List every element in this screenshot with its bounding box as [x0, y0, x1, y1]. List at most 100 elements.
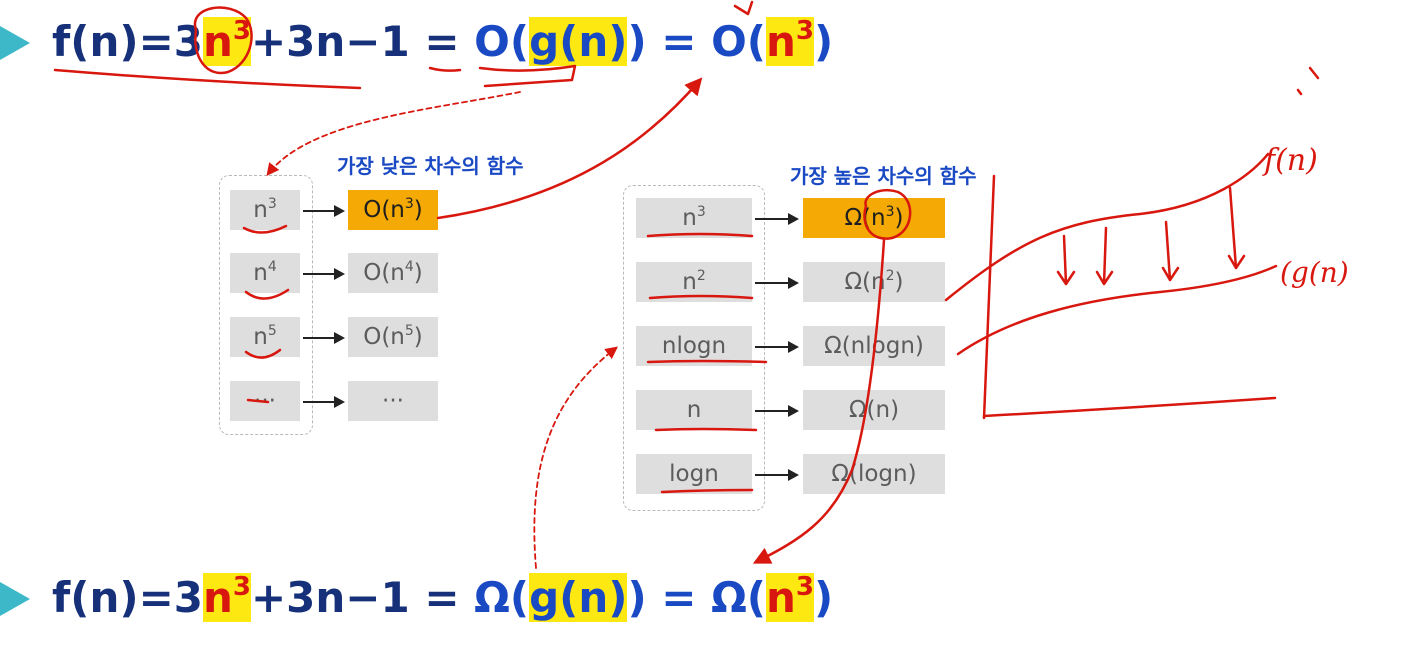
row-exp: 3 — [885, 204, 895, 220]
result-n-cubed: n3 — [766, 17, 814, 66]
big-omega-group-title: 가장 높은 차수의 함수 — [790, 164, 977, 188]
exponent-2: 3 — [795, 16, 814, 46]
var-n-2: n — [766, 573, 796, 622]
equation-expression: f(n)=3n3+3n−1 = O(g(n)) = O(n3) — [52, 12, 833, 72]
row-text: logn — [669, 461, 719, 487]
big-o-right-row-4: ··· — [348, 381, 438, 421]
row-close: ) — [413, 197, 423, 223]
highlighted-n-cubed: n3 — [202, 16, 251, 66]
big-omega-symbol-2: Ω — [711, 573, 747, 622]
var-n: n — [202, 573, 233, 622]
row-text: Ω(n) — [848, 397, 900, 423]
f-n-handwritten-label: f(n) — [1262, 143, 1318, 178]
row-exp: 2 — [696, 268, 706, 284]
big-o-left-row-4: ··· — [230, 381, 300, 421]
result-n-cubed: n3 — [766, 573, 814, 622]
var-n-2: n — [766, 17, 796, 66]
graph-y-axis — [982, 174, 996, 420]
row-text: Ω(n — [844, 269, 886, 295]
big-o-symbol-2: O — [711, 17, 747, 66]
equation-lhs: f(n)=3 — [52, 573, 203, 622]
g-of-n: g(n) — [529, 573, 628, 622]
row-text: O(n — [363, 260, 405, 286]
down-arrow-1 — [1056, 234, 1076, 286]
big-omega-left-row-1: n3 — [636, 198, 752, 238]
paren-open-2: ( — [746, 17, 766, 66]
down-arrow-2 — [1095, 226, 1114, 286]
equation-mid: ) = — [627, 573, 712, 622]
exponent: 3 — [232, 16, 251, 46]
big-omega-right-row-5: Ω(logn) — [803, 454, 945, 494]
row-exp: 5 — [404, 323, 414, 339]
big-omega-left-row-3: nlogn — [636, 326, 752, 366]
row-close: ) — [894, 205, 904, 231]
big-omega-equation: f(n)=3n3+3n−1 = Ω(g(n)) = Ω(n3) — [0, 568, 833, 628]
row-exp: 3 — [404, 196, 414, 212]
row-text: ··· — [254, 388, 276, 414]
big-o-arrow-2 — [303, 268, 345, 280]
big-o-arrow-4 — [303, 396, 345, 408]
stray-mark-1 — [1308, 66, 1320, 80]
highlighted-n-cubed: n3 — [202, 573, 251, 622]
row-exp: 3 — [696, 204, 706, 220]
big-o-left-row-2: n4 — [230, 253, 300, 293]
row-text: ··· — [382, 388, 404, 414]
big-omega-arrow-3 — [755, 341, 799, 353]
bullet-triangle-icon — [0, 582, 30, 616]
paren-open: ( — [509, 573, 530, 622]
equation-rest: +3n−1 = — [250, 17, 475, 66]
g-of-n: g(n) — [529, 17, 628, 66]
big-omega-right-row-3: Ω(nlogn) — [803, 326, 945, 366]
row-text: O(n — [363, 324, 405, 350]
big-o-right-row-2: O(n4) — [348, 253, 438, 293]
row-exp: 4 — [267, 259, 277, 275]
big-o-right-row-1: O(n3) — [348, 190, 438, 230]
big-omega-arrow-1 — [755, 213, 799, 225]
g-n-handwritten-label: (g(n) — [1280, 256, 1349, 289]
row-text: n — [253, 197, 268, 223]
big-o-symbol: O — [474, 17, 510, 66]
exponent-2: 3 — [795, 572, 814, 602]
paren-close: ) — [814, 17, 834, 66]
big-omega-left-row-2: n2 — [636, 262, 752, 302]
paren-close: ) — [814, 573, 834, 622]
big-omega-right-row-1: Ω(n3) — [803, 198, 945, 238]
row-text: n — [253, 324, 268, 350]
paren-open-2: ( — [746, 573, 766, 622]
row-text: n — [686, 397, 702, 423]
row-exp: 3 — [267, 196, 277, 212]
big-omega-right-row-4: Ω(n) — [803, 390, 945, 430]
g-n-curve — [956, 264, 1278, 356]
row-close: ) — [413, 260, 423, 286]
row-exp: 4 — [404, 259, 414, 275]
big-o-right-row-3: O(n5) — [348, 317, 438, 357]
big-omega-arrow-5 — [755, 469, 799, 481]
row-text: O(n — [363, 197, 405, 223]
big-o-function-group — [219, 175, 313, 435]
big-o-group-title: 가장 낮은 차수의 함수 — [337, 154, 524, 178]
down-arrow-3 — [1161, 220, 1180, 282]
row-close: ) — [413, 324, 423, 350]
var-n: n — [202, 17, 233, 66]
equation-mid: ) = — [627, 17, 712, 66]
big-omega-arrow-4 — [755, 405, 799, 417]
bullet-triangle-icon — [0, 26, 30, 60]
big-o-equation: f(n)=3n3+3n−1 = O(g(n)) = O(n3) — [0, 12, 833, 72]
equation-lhs: f(n)=3 — [52, 17, 203, 66]
row-text: n — [253, 260, 268, 286]
row-text: nlogn — [661, 333, 727, 359]
big-o-arrow-1 — [303, 205, 345, 217]
stray-mark-2 — [1296, 88, 1303, 96]
row-text: Ω(n — [844, 205, 886, 231]
paren-open: ( — [509, 17, 530, 66]
f-n-curve — [944, 152, 1270, 302]
row-text: n — [682, 205, 697, 231]
big-o-arrow-3 — [303, 332, 345, 344]
big-o-left-row-3: n5 — [230, 317, 300, 357]
big-o-left-row-1: n3 — [230, 190, 300, 230]
row-text: Ω(nlogn) — [824, 333, 924, 359]
down-arrow-4 — [1227, 186, 1246, 270]
row-text: Ω(logn) — [831, 461, 917, 487]
big-omega-left-row-4: n — [636, 390, 752, 430]
equation-rest: +3n−1 = — [250, 573, 475, 622]
